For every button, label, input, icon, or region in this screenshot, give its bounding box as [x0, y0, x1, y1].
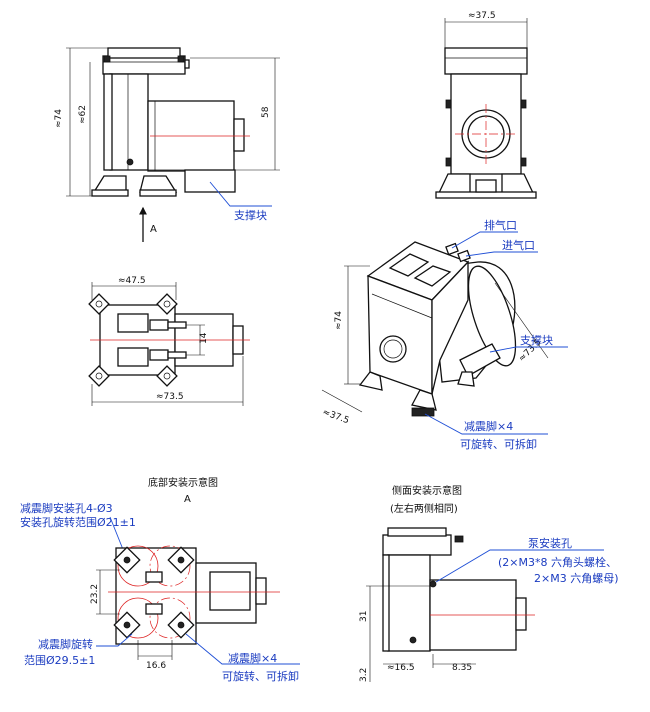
side-dim-32: 3.2	[359, 668, 369, 682]
top-dim-14: 14	[199, 332, 209, 344]
iso-dim-37: ≈37.5	[321, 407, 350, 426]
iso-foot-note: 可旋转、可拆卸	[460, 437, 537, 451]
iso-intake-label: 进气口	[502, 238, 535, 252]
iso-support-label: 支撑块	[520, 333, 553, 347]
front-dim-58: 58	[261, 106, 271, 118]
side-dim-31: 31	[359, 611, 369, 622]
iso-foot-label: 减震脚×4	[464, 419, 513, 433]
bottom-dim-166: 16.6	[146, 661, 166, 671]
bottom-feet	[113, 546, 195, 639]
bottom-foot-note: 可旋转、可拆卸	[222, 669, 299, 683]
bottom-install-sub: A	[184, 494, 191, 505]
top-view: ≈47.5 14 ≈73.5	[88, 276, 250, 406]
iso-view: ≈74 ≈37.5 ≈73.5 排气口 进气口 支撑块 减震脚×4 可旋转、可拆…	[321, 218, 568, 451]
side-view: ≈37.5	[435, 11, 537, 199]
iso-exhaust-label: 排气口	[484, 218, 517, 232]
bottom-dim-232: 23.2	[90, 584, 100, 604]
side-nut: 2×M3 六角螺母)	[534, 572, 619, 585]
side-bolt: (2×M3*8 六角头螺栓、	[498, 555, 617, 569]
front-view: A ≈74 ≈62 58 支撑块	[54, 47, 280, 242]
side-dim-165: ≈16.5	[387, 663, 415, 673]
front-arrow-label: A	[150, 224, 157, 235]
top-feet	[88, 293, 178, 387]
bottom-hole-label: 减震脚安装孔4-Ø3	[20, 501, 113, 515]
bottom-install-view: 底部安装示意图 A 减震脚安装孔4-Ø3 安装孔旋转范围Ø21±1 23.2	[20, 476, 300, 683]
side-pump-hole: 泵安装孔	[528, 536, 572, 550]
top-dim-73: ≈73.5	[156, 392, 184, 402]
side-dim-835: 8.35	[452, 663, 472, 673]
side-install-view: 侧面安装示意图 (左右两侧相同) 31 3.2 ≈16.5 8.35 泵安装孔 …	[359, 484, 619, 682]
front-support-callout: 支撑块	[234, 208, 267, 222]
front-dim-62: ≈62	[78, 105, 88, 124]
bottom-foot-label: 减震脚×4	[228, 651, 277, 665]
bottom-install-title: 底部安装示意图	[148, 476, 218, 489]
iso-dim-74: ≈74	[334, 311, 344, 330]
side-install-title: 侧面安装示意图	[392, 484, 462, 497]
side-install-subtitle: (左右两侧相同)	[390, 502, 458, 515]
bottom-rotate-range: 范围Ø29.5±1	[24, 653, 95, 667]
bottom-rotate-label: 减震脚旋转	[38, 637, 93, 651]
top-dim-47: ≈47.5	[118, 276, 146, 286]
side-dim-37: ≈37.5	[468, 11, 496, 21]
front-dim-74: ≈74	[54, 109, 64, 128]
bottom-range-label: 安装孔旋转范围Ø21±1	[20, 515, 136, 529]
